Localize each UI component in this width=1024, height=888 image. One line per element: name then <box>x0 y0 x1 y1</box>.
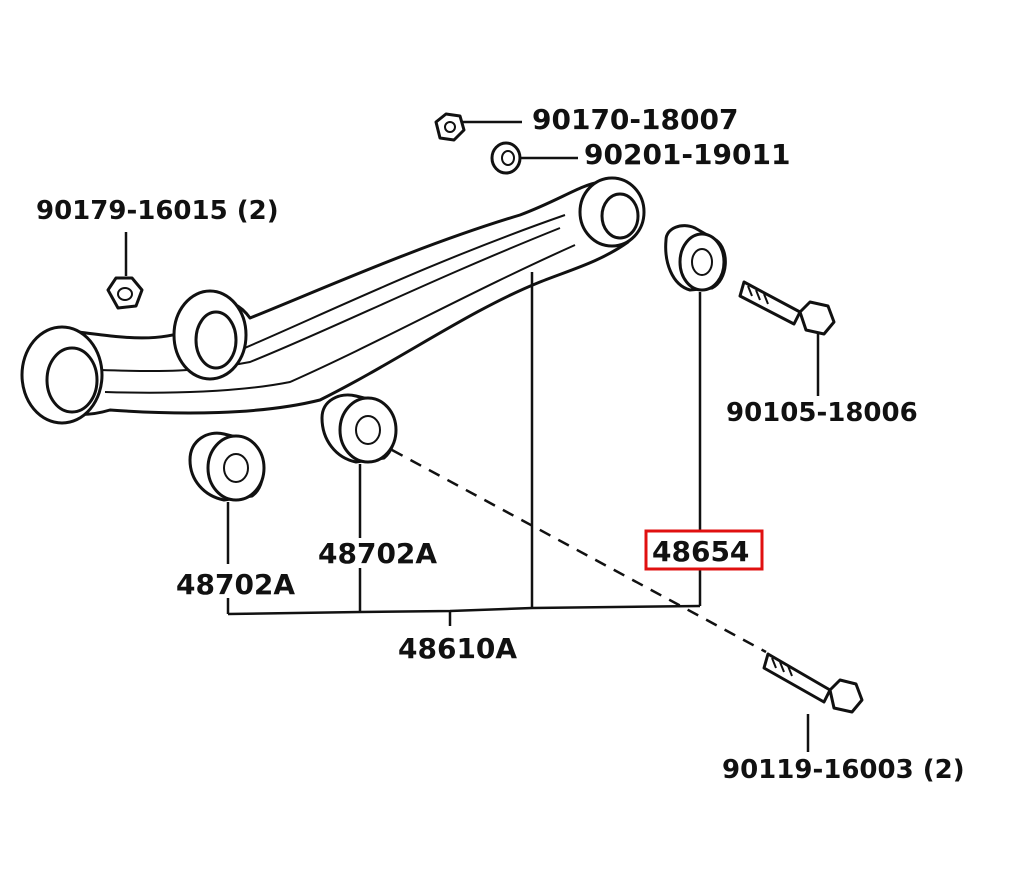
leader-lines <box>124 120 820 752</box>
label-bolt-right: 90105-18006 <box>726 398 918 428</box>
bolt-bottom-icon <box>762 652 864 714</box>
label-arm-assembly: 48610A <box>398 632 517 665</box>
label-bushing-right: 48654 <box>652 535 749 568</box>
label-bushing-mid: 48702A <box>318 537 437 570</box>
label-bushing-left: 48702A <box>176 568 295 601</box>
label-nut-left: 90179-16015 (2) <box>36 196 279 226</box>
washer-top-icon <box>490 141 522 175</box>
label-nut-top: 90170-18007 <box>532 103 738 136</box>
nut-left-icon <box>106 276 144 310</box>
label-washer-top: 90201-19011 <box>584 138 790 171</box>
suspension-arm <box>20 176 646 425</box>
bushing-left-icon <box>188 431 266 502</box>
label-bolt-bottom: 90119-16003 (2) <box>722 755 965 785</box>
bushing-right-icon <box>664 224 727 292</box>
highlight-box <box>644 529 764 571</box>
bolt-right-icon <box>738 280 836 336</box>
nut-top-icon <box>434 112 466 142</box>
bushing-mid-icon <box>320 393 398 464</box>
